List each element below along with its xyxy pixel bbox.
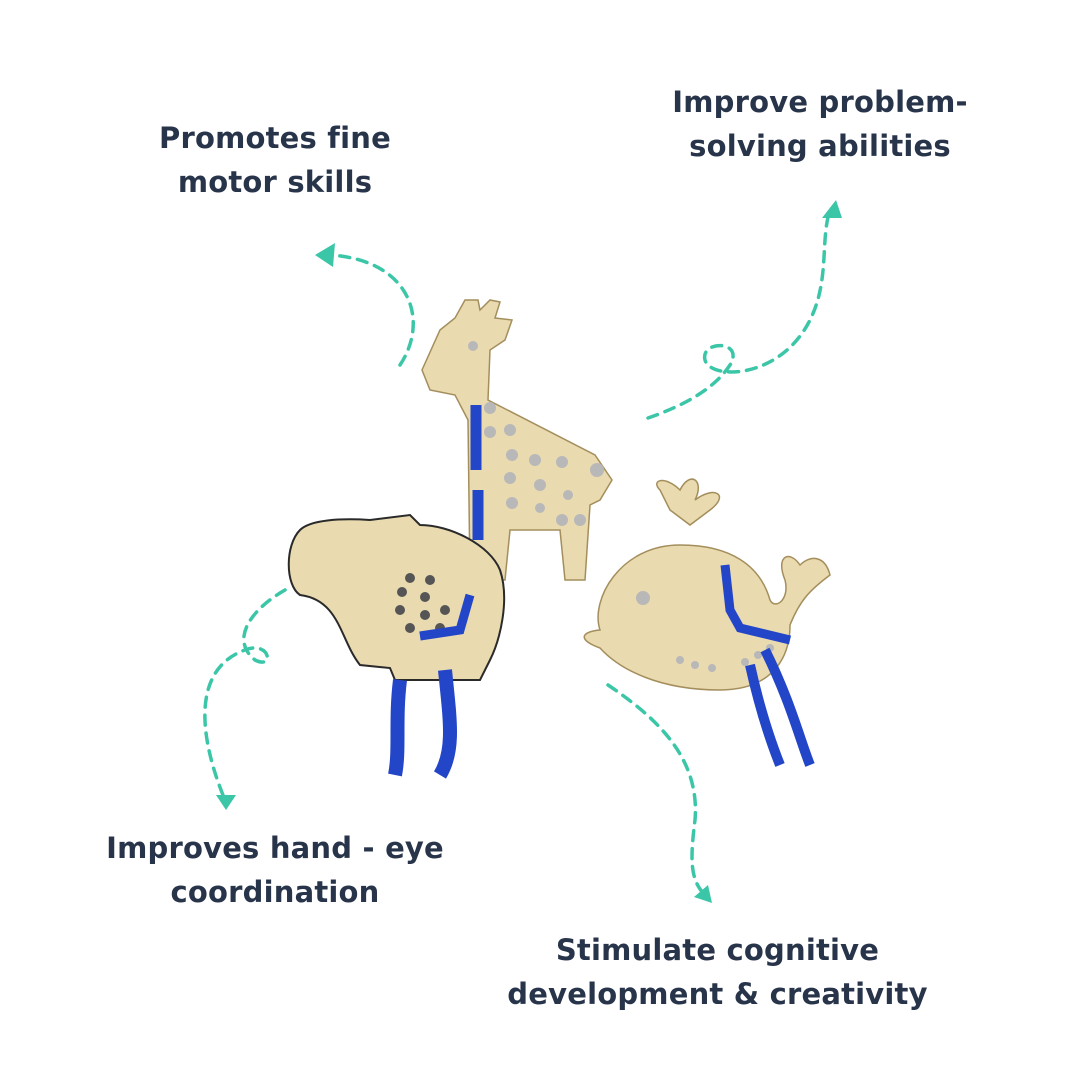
hippo-toy [287, 513, 506, 779]
arrowhead-icon [694, 885, 712, 903]
feature-line: motor skills [177, 165, 373, 199]
feature-line: Improves hand - eye [106, 831, 444, 865]
arrow-hand-eye [203, 588, 287, 802]
arrowheads [216, 200, 842, 903]
feature-cognitive: Stimulate cognitive development & creati… [500, 928, 935, 1016]
feature-line: Stimulate cognitive [555, 933, 880, 967]
feature-hand-eye: Improves hand - eye coordination [90, 826, 460, 914]
arrowhead-icon [216, 795, 236, 810]
feature-line: Promotes fine [159, 121, 391, 155]
arrowhead-icon [822, 200, 842, 218]
feature-problem-solving: Improve problem- solving abilities [650, 80, 990, 168]
arrow-cognitive [606, 683, 707, 897]
feature-line: solving abilities [689, 129, 951, 163]
arrow-fine-motor [328, 253, 415, 367]
feature-fine-motor-skills: Promotes fine motor skills [140, 116, 410, 204]
feature-line: Improve problem- [672, 85, 968, 119]
giraffe-toy [421, 299, 613, 581]
feature-line: development & creativity [507, 977, 928, 1011]
arrowhead-icon [315, 243, 335, 267]
whale-toy [583, 478, 831, 767]
arrow-problem-solving [646, 208, 832, 420]
feature-line: coordination [170, 875, 380, 909]
